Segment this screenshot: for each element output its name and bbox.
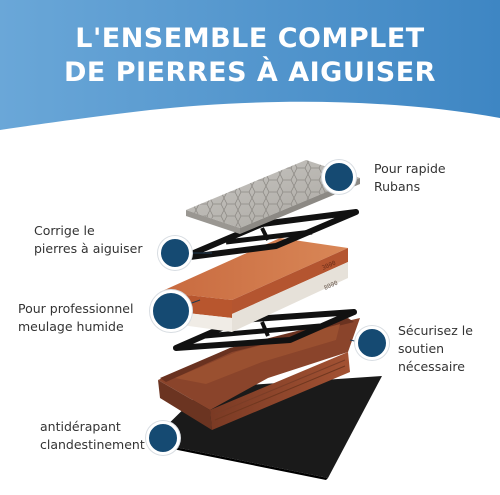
callout-base-line1: Sécurisez le [398, 323, 473, 338]
callout-resurfacing-line2: Rubans [374, 179, 421, 194]
callout-mat-line1: antidérapant [40, 419, 121, 434]
callout-stone-line2: meulage humide [18, 319, 124, 334]
callout-resurfacing: Pour rapide Rubans [374, 160, 446, 196]
callout-base-line2: soutien [398, 341, 445, 356]
callout-frame-line1: Corrige le [34, 223, 95, 238]
callout-dot-base [355, 326, 389, 360]
callout-mat-line2: clandestinement [40, 437, 145, 452]
callout-dot-resurfacing [322, 160, 356, 194]
callout-frame: Corrige le pierres à aiguiser [34, 222, 143, 258]
callout-mat: antidérapant clandestinement [40, 418, 145, 454]
callout-stone: Pour professionnel meulage humide [18, 300, 133, 336]
callout-frame-line2: pierres à aiguiser [34, 241, 143, 256]
page-title: L'ENSEMBLE COMPLET DE PIERRES À AIGUISER [0, 22, 500, 90]
callout-dot-frame [158, 236, 192, 270]
callout-resurfacing-line1: Pour rapide [374, 161, 446, 176]
title-line-1: L'ENSEMBLE COMPLET [75, 23, 425, 54]
callout-dot-mat [146, 421, 180, 455]
whetstone: 3000 8000 [160, 238, 348, 332]
callout-base: Sécurisez le soutien nécessaire [398, 322, 473, 376]
upper-frame [179, 209, 359, 261]
callout-base-line3: nécessaire [398, 359, 465, 374]
title-line-2: DE PIERRES À AIGUISER [64, 57, 436, 88]
callout-stone-line1: Pour professionnel [18, 301, 134, 316]
callout-dot-stone [150, 290, 192, 332]
